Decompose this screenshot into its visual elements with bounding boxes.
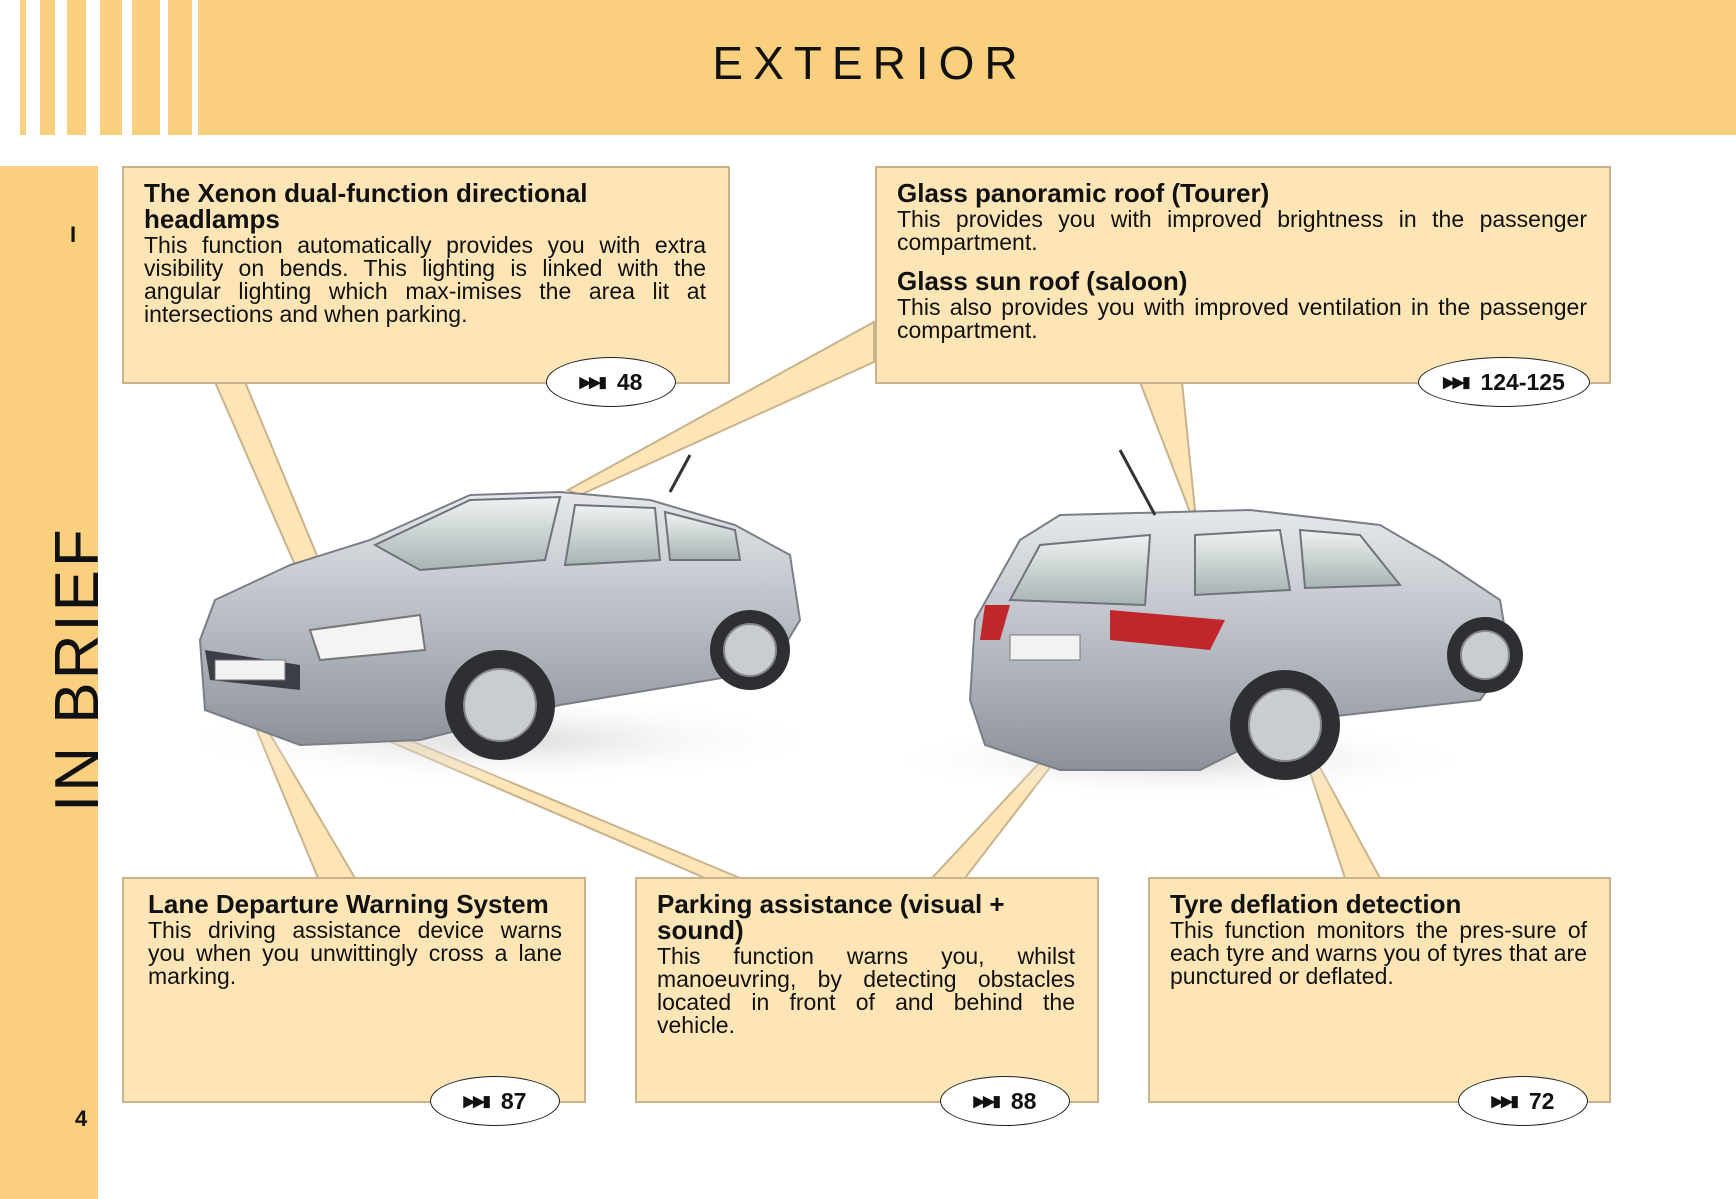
- lane-page-number: 87: [500, 1087, 527, 1114]
- fast-forward-icon: ▶▶▮: [579, 374, 607, 391]
- sunroof-body: This also provides you with improved ven…: [897, 294, 1587, 343]
- parking-page-number: 88: [1010, 1087, 1037, 1114]
- xenon-headlamps-box: The Xenon dual-function directional head…: [122, 166, 730, 384]
- xenon-title: The Xenon dual-function directional head…: [144, 178, 588, 234]
- roof-page-ref[interactable]: ▶▶▮ 124-125: [1418, 357, 1590, 407]
- parking-title: Parking assistance (visual + sound): [657, 889, 1005, 945]
- sunroof-title: Glass sun roof (saloon): [897, 266, 1188, 296]
- parking-body: This function warns you, whilst manoeuvr…: [657, 943, 1075, 1038]
- tyre-page-ref[interactable]: ▶▶▮ 72: [1458, 1076, 1588, 1126]
- roof-body: This provides you with improved brightne…: [897, 206, 1587, 255]
- tyre-deflation-box: Tyre deflation detection This function m…: [1148, 877, 1611, 1103]
- roof-title: Glass panoramic roof (Tourer): [897, 178, 1270, 208]
- parking-assistance-box: Parking assistance (visual + sound) This…: [635, 877, 1099, 1103]
- sidebar: [0, 166, 98, 1199]
- tourer-car: [880, 449, 1523, 800]
- tyre-page-number: 72: [1528, 1087, 1555, 1114]
- lane-title: Lane Departure Warning System: [148, 889, 549, 919]
- fast-forward-icon: ▶▶▮: [1443, 374, 1470, 391]
- header-stripes: [0, 0, 200, 135]
- header-band: EXTERIOR: [0, 0, 1736, 135]
- xenon-page-number: 48: [616, 368, 643, 395]
- lane-departure-box: Lane Departure Warning System This drivi…: [122, 877, 586, 1103]
- pointer-roof-tourer: [1138, 381, 1197, 514]
- fast-forward-icon: ▶▶▮: [1491, 1093, 1519, 1110]
- fast-forward-icon: ▶▶▮: [973, 1093, 1001, 1110]
- xenon-page-ref[interactable]: ▶▶▮ 48: [546, 357, 676, 407]
- lane-page-ref[interactable]: ▶▶▮ 87: [430, 1076, 560, 1126]
- xenon-body: This function automatically provides you…: [144, 232, 706, 327]
- parking-page-ref[interactable]: ▶▶▮ 88: [940, 1076, 1070, 1126]
- roof-page-number: 124-125: [1480, 368, 1565, 395]
- fast-forward-icon: ▶▶▮: [463, 1093, 491, 1110]
- saloon-car: [170, 454, 830, 785]
- lane-body: This driving assistance device warns you…: [148, 917, 562, 989]
- page-number: 4: [75, 1106, 88, 1131]
- glass-roof-box: Glass panoramic roof (Tourer) This provi…: [875, 166, 1611, 384]
- tyre-body: This function monitors the pres-sure of …: [1170, 917, 1587, 989]
- page-title: EXTERIOR: [712, 37, 1028, 89]
- tyre-title: Tyre deflation detection: [1170, 889, 1462, 919]
- chapter-marker: I: [70, 222, 77, 247]
